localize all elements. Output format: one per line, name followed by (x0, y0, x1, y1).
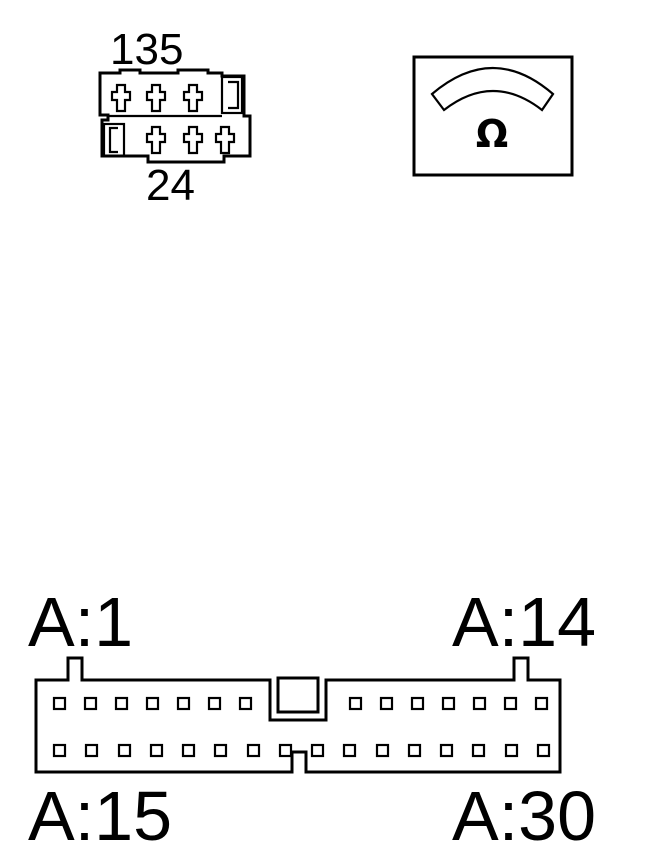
pin-a11 (441, 696, 456, 711)
pin-labels-135: 135 (110, 25, 183, 74)
small-connector-latch-right (220, 75, 244, 115)
pin-a8 (348, 696, 363, 711)
ohmmeter-frame (412, 55, 574, 177)
label-a15: A:15 (28, 777, 172, 855)
pin-a2 (83, 696, 98, 711)
pin-a7 (238, 696, 253, 711)
terminal-6 (214, 125, 236, 155)
pin-a17 (117, 743, 132, 758)
pin-a27 (439, 743, 454, 758)
pin-a24 (342, 743, 357, 758)
terminal-4 (145, 125, 167, 155)
pin-a30 (536, 743, 551, 758)
pin-a25 (375, 743, 390, 758)
pin-a20 (213, 743, 228, 758)
pin-a19 (181, 743, 196, 758)
terminal-1 (110, 83, 132, 113)
ohmmeter-symbol: Ω (412, 55, 574, 177)
pin-a15 (52, 743, 67, 758)
large-connector-body (34, 656, 562, 774)
label-a30: A:30 (452, 777, 596, 855)
ohm-symbol: Ω (476, 112, 508, 156)
pin-a4 (145, 696, 160, 711)
small-connector-latch-left (102, 122, 126, 158)
pin-a28 (471, 743, 486, 758)
pin-a13 (503, 696, 518, 711)
pin-a16 (84, 743, 99, 758)
latch-left-inner (108, 126, 118, 154)
large-connector-pins (52, 696, 551, 758)
pin-a10 (410, 696, 425, 711)
terminal-5 (182, 125, 204, 155)
ohmmeter-scale-arc (430, 67, 555, 112)
terminal-3 (182, 83, 204, 113)
pin-a22 (278, 743, 293, 758)
pin-a12 (472, 696, 487, 711)
pin-a3 (114, 696, 129, 711)
pin-a6 (207, 696, 222, 711)
large-connector-key (276, 676, 320, 714)
pin-a5 (176, 696, 191, 711)
pin-a1 (52, 696, 67, 711)
label-a1: A:1 (28, 583, 133, 661)
large-connector: A:1 A:14 A:15 A:30 (28, 583, 596, 855)
pin-labels-24: 24 (146, 161, 195, 210)
small-connector-body (98, 68, 252, 164)
pin-a18 (149, 743, 164, 758)
pin-a9 (379, 696, 394, 711)
latch-right-inner (228, 80, 240, 110)
pin-a14 (534, 696, 549, 711)
label-a14: A:14 (452, 583, 596, 661)
pin-a26 (407, 743, 422, 758)
small-connector-pins (110, 83, 236, 155)
small-connector: 135 24 (98, 25, 252, 210)
pin-a21 (246, 743, 261, 758)
terminal-2 (145, 83, 167, 113)
pin-a29 (504, 743, 519, 758)
pin-a23 (310, 743, 325, 758)
